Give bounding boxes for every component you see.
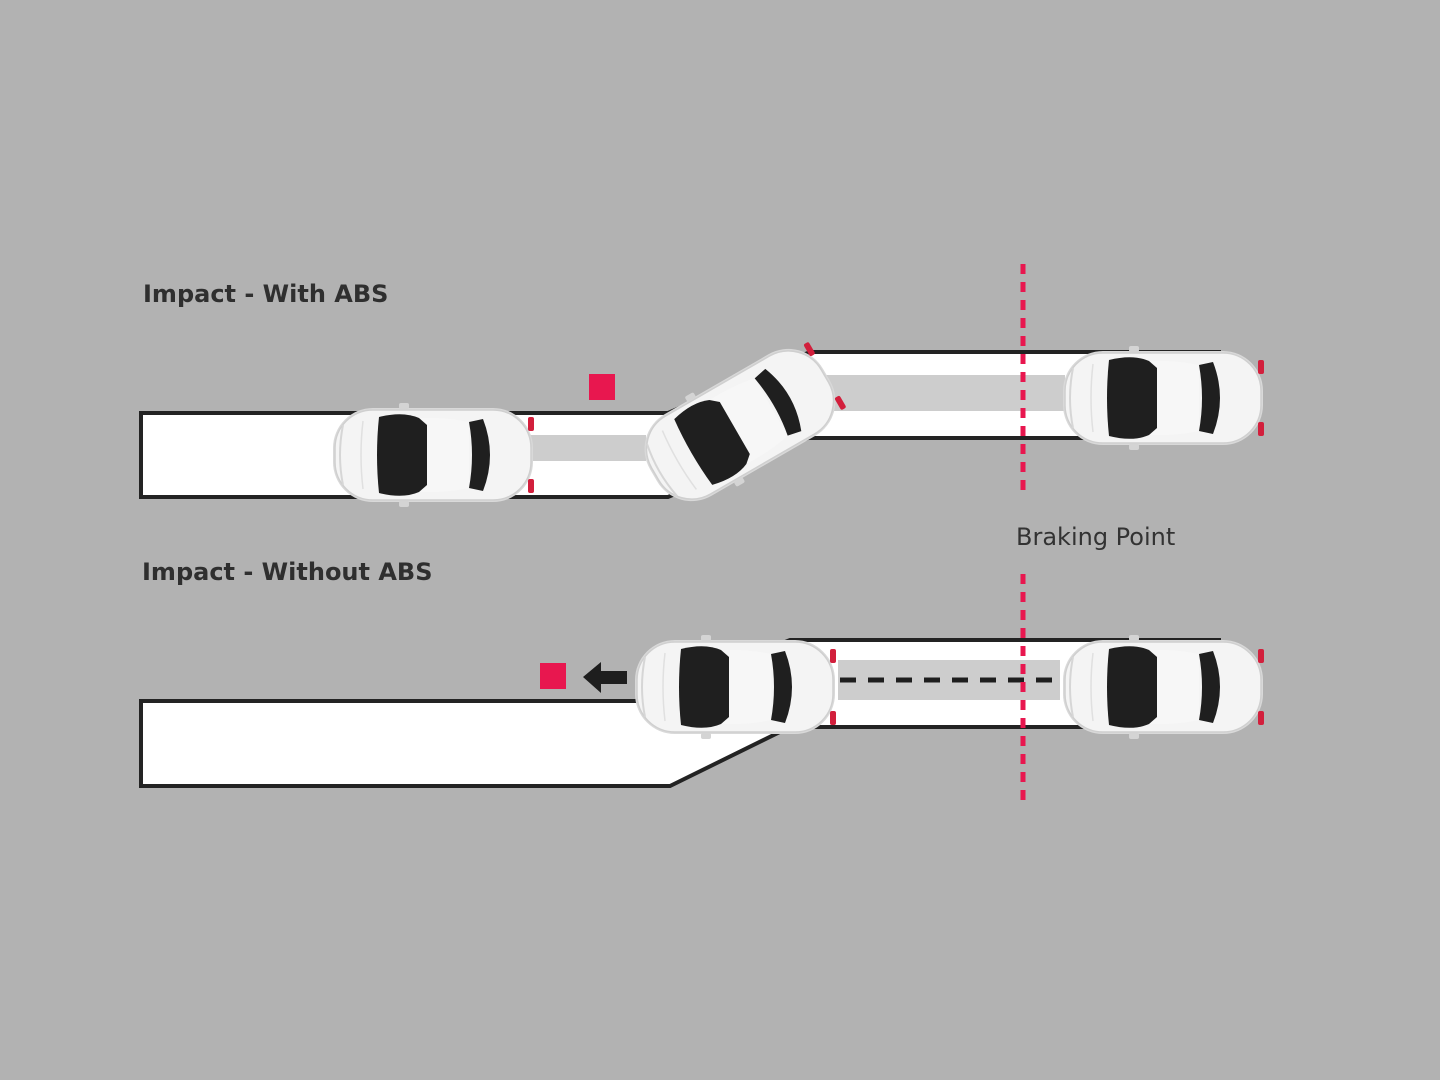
with-abs-skid-mark: [820, 375, 1065, 411]
car-top-view-icon: [1062, 345, 1265, 451]
with-abs-skid-mark: [528, 435, 646, 461]
without-abs-scenario: [139, 634, 1265, 788]
with-abs-scenario: [139, 328, 1265, 522]
obstacle-icon: [540, 663, 566, 689]
car-top-view-icon: [332, 402, 535, 508]
without-abs-title: Impact - Without ABS: [142, 558, 433, 586]
car-top-view-icon: [1062, 634, 1265, 740]
obstacle-icon: [589, 374, 615, 400]
car-top-view-icon: [634, 634, 837, 740]
arrow-left-icon: [583, 662, 627, 693]
with-abs-title: Impact - With ABS: [143, 280, 389, 308]
braking-point-label: Braking Point: [1016, 523, 1176, 551]
